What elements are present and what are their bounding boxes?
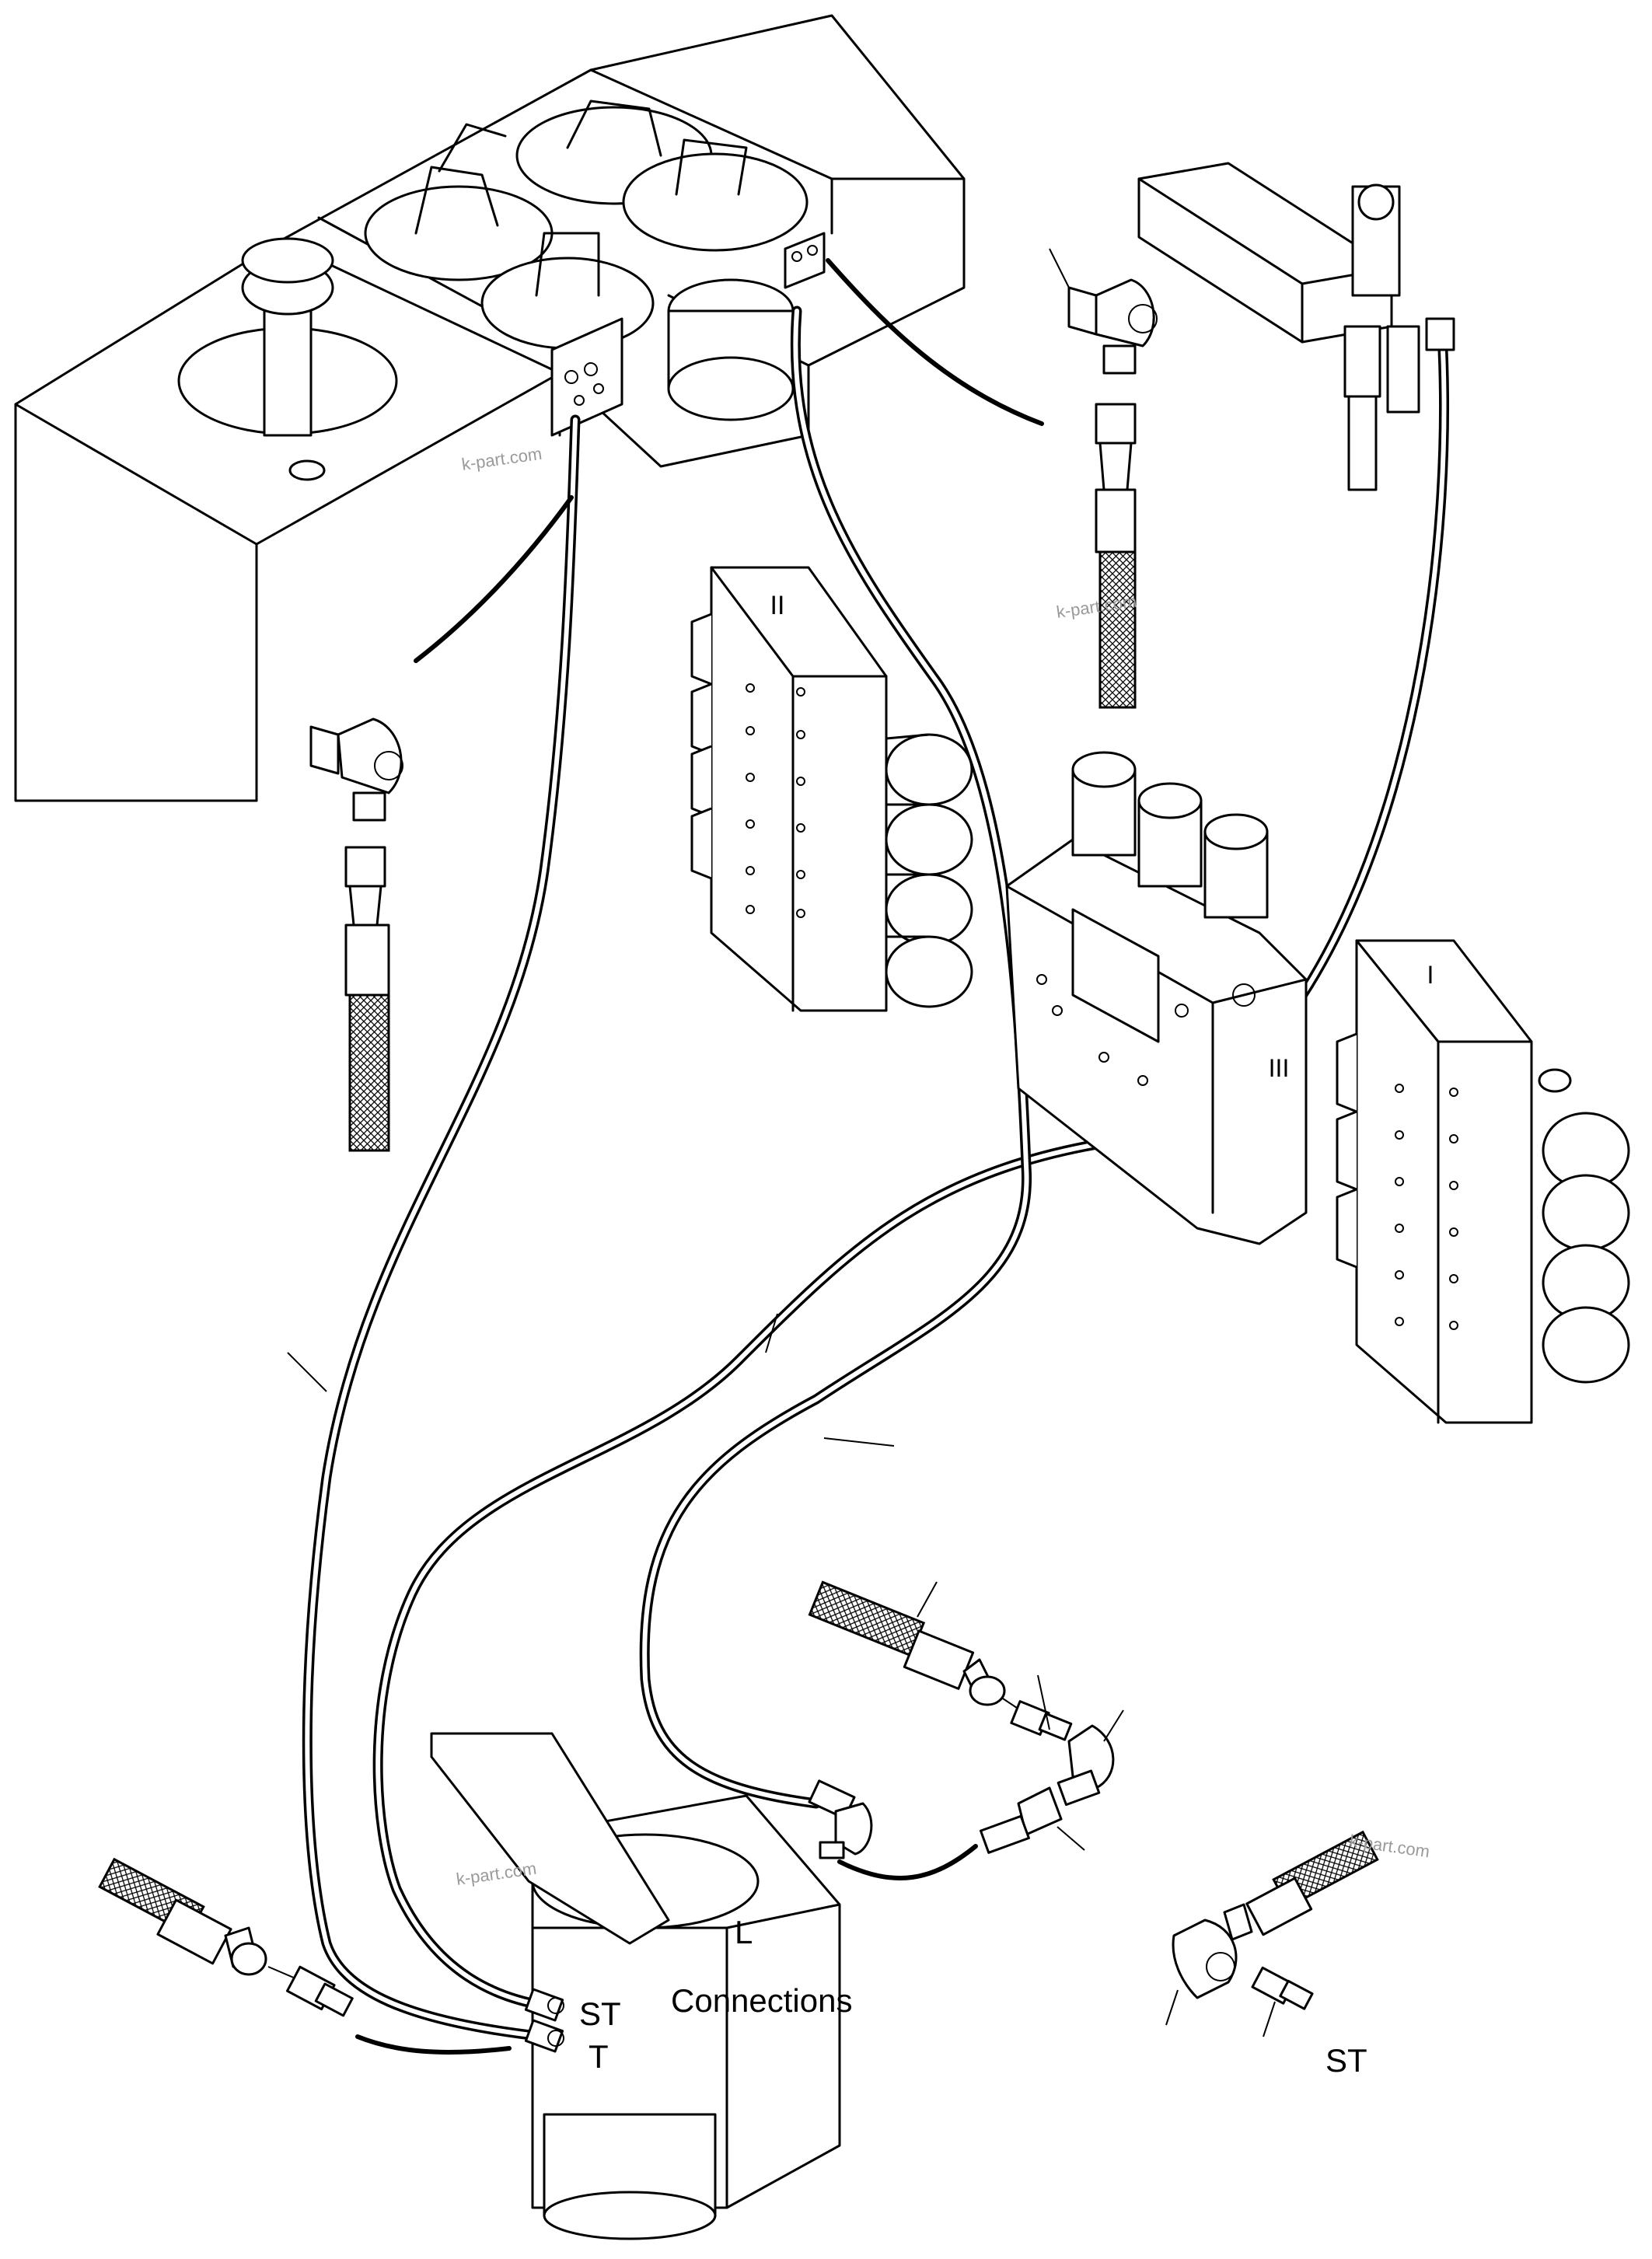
l-port-fitting — [808, 1779, 873, 1859]
watermark-3: k-part.com — [455, 1859, 537, 1889]
label-st-center: ST — [579, 1995, 621, 2032]
elbow-fitting-left — [309, 718, 403, 1152]
control-valve-i: I — [1336, 939, 1630, 1424]
label-l-port: L — [735, 1914, 753, 1950]
detail-connection-kit — [808, 1580, 1124, 1854]
hydraulic-tank — [14, 14, 966, 802]
hose-valve-center — [372, 1133, 1137, 2011]
label-st-right: ST — [1325, 2042, 1367, 2079]
watermark-1: k-part.com — [460, 444, 543, 474]
valve-i-label: I — [1427, 961, 1434, 989]
elbow-fitting-top — [1067, 278, 1158, 709]
valve-ii-label: II — [770, 591, 785, 620]
control-valve-iii: III — [1005, 751, 1308, 1245]
label-connections: Connections — [671, 1982, 852, 2019]
pilot-valve-block — [1137, 162, 1455, 491]
detail-right-inset — [1165, 1830, 1379, 2037]
hose-tank-left — [302, 414, 581, 2042]
st-t-fittings — [524, 1988, 564, 2053]
hose-tank-right — [639, 306, 1032, 1809]
label-t-center: T — [589, 2038, 609, 2075]
flow-arrows — [355, 258, 1044, 2055]
control-valve-ii: II — [690, 566, 973, 1012]
leader-lines — [287, 248, 1070, 1447]
valve-iii-label: III — [1269, 1054, 1290, 1082]
connection-block — [430, 1732, 841, 2240]
detail-left-inset — [98, 1857, 354, 2017]
